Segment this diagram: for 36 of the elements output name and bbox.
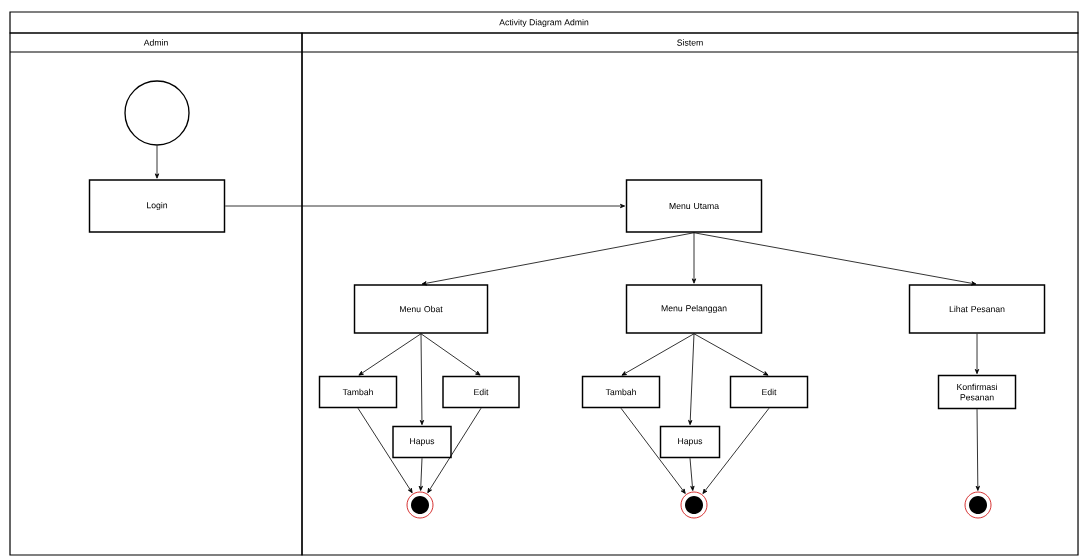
activity-box: Hapus (392, 425, 452, 459)
activity-box: Menu Pelanggan (625, 284, 763, 334)
end-circle (964, 491, 992, 519)
arrow (688, 333, 695, 426)
arrow (358, 333, 422, 376)
arrow (154, 145, 160, 179)
arrow (975, 408, 980, 491)
arrow (427, 407, 482, 494)
arrow (224, 203, 626, 209)
arrow (419, 333, 425, 426)
arrow (621, 333, 695, 376)
arrow (693, 333, 769, 376)
arrow (702, 407, 770, 494)
activity-box: Hapus (659, 425, 721, 459)
start-circle (124, 80, 190, 146)
arrow (421, 232, 695, 286)
arrow (620, 407, 686, 494)
end-circle (680, 491, 708, 519)
arrow (420, 333, 481, 376)
activity-box: Tambah (318, 375, 398, 409)
arrow (974, 333, 980, 375)
end-circle (406, 491, 434, 519)
arrow (691, 232, 697, 284)
arrow (418, 457, 423, 491)
activity-box: Lihat Pesanan (908, 284, 1046, 334)
arrow (693, 232, 977, 286)
activity-box: Login (88, 179, 226, 233)
activity-box: Menu Obat (353, 284, 489, 334)
activity-box: Edit (442, 375, 520, 409)
activity-box: Menu Utama (625, 179, 763, 233)
activity-box: Konfirmasi Pesanan (937, 374, 1017, 410)
activity-box: Edit (729, 375, 809, 409)
activity-box: Tambah (581, 375, 661, 409)
arrow (357, 407, 413, 494)
arrow (689, 457, 695, 491)
diagram-title: Activity Diagram Admin (9, 11, 1079, 34)
